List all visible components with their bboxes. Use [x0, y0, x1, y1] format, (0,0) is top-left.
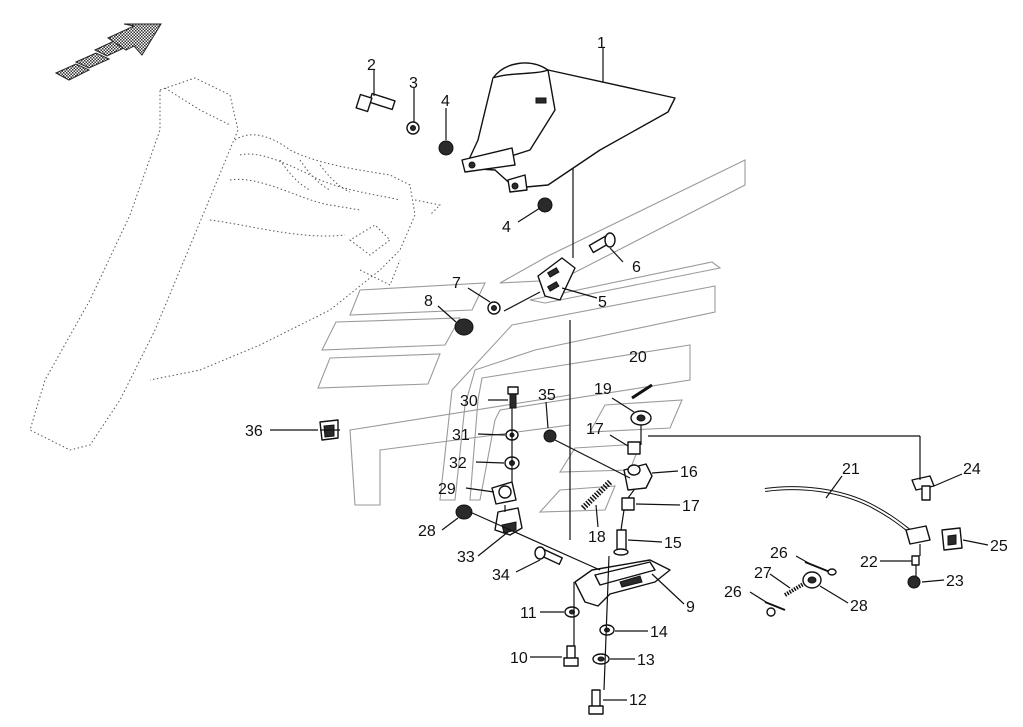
part-bolt-2 [355, 92, 396, 113]
callout-27: 27 [754, 565, 772, 582]
part-nut-35 [543, 429, 557, 443]
callout-leaders [270, 48, 989, 701]
callout-33: 33 [457, 549, 475, 566]
part-nut-28b [802, 571, 822, 589]
part-nut-28a [455, 504, 473, 520]
machine-frame-outline [29, 77, 442, 451]
callout-10: 10 [510, 650, 528, 667]
callout-14: 14 [650, 624, 668, 641]
part-cable-21 [764, 486, 917, 537]
part-nut-23 [907, 575, 921, 589]
part-bracket-5 [537, 257, 576, 301]
callout-1: 1 [597, 35, 606, 52]
part-pin-15 [613, 529, 629, 556]
callout-34: 34 [492, 567, 510, 584]
part-washer-3 [406, 121, 420, 135]
part-bushing-29 [491, 481, 517, 505]
callout-7: 7 [452, 275, 461, 292]
part-bracket-33 [494, 507, 523, 536]
callout-19: 19 [594, 381, 612, 398]
callout-22: 22 [860, 554, 878, 571]
part-lever-9 [574, 559, 671, 607]
callout-18: 18 [588, 529, 606, 546]
callout-11: 11 [520, 605, 537, 622]
part-spring-18 [580, 479, 613, 511]
callout-26a: 26 [770, 545, 788, 562]
callout-labels: 1 2 3 4 4 5 6 7 8 9 10 11 12 13 14 15 16… [245, 35, 1008, 709]
part-clamp-25 [941, 527, 963, 551]
callout-30: 30 [460, 393, 478, 410]
part-bolt-12 [588, 689, 604, 715]
callout-23: 23 [946, 573, 964, 590]
callout-17a: 17 [586, 421, 604, 438]
callout-12: 12 [629, 692, 647, 709]
callout-24: 24 [963, 461, 981, 478]
part-washer-7 [487, 301, 501, 315]
part-clevis-24 [911, 475, 935, 501]
callout-20: 20 [629, 349, 647, 366]
part-washer-13 [592, 653, 610, 665]
part-washer-19 [630, 410, 652, 426]
callout-21: 21 [842, 461, 860, 478]
callout-13: 13 [637, 652, 655, 669]
part-bolt-6 [588, 232, 616, 254]
part-shield [461, 62, 676, 193]
part-washer-11 [564, 606, 580, 618]
callout-6: 6 [632, 259, 641, 276]
part-end-22 [905, 525, 931, 566]
callout-2: 2 [367, 57, 376, 74]
callout-4b: 4 [502, 219, 511, 236]
callout-9: 9 [686, 599, 695, 616]
callout-8: 8 [424, 293, 433, 310]
part-washer-14 [599, 624, 615, 636]
part-bolt-30 [507, 386, 519, 409]
part-nut-8 [454, 318, 474, 336]
part-bracket-16 [623, 463, 653, 491]
part-bolt-10 [563, 645, 579, 667]
callout-4a: 4 [441, 93, 450, 110]
callout-26b: 26 [724, 584, 742, 601]
part-pin-20 [631, 383, 653, 400]
callout-28b: 28 [850, 598, 868, 615]
callout-35: 35 [538, 387, 556, 404]
callout-15: 15 [664, 535, 682, 552]
part-nut-4a [438, 140, 454, 156]
callout-36: 36 [245, 423, 263, 440]
callout-28a: 28 [418, 523, 436, 540]
part-bushing-17b [621, 497, 635, 511]
part-bolt-34 [534, 546, 563, 565]
part-pin-26b [764, 601, 786, 617]
part-nut-4b [537, 197, 553, 213]
callout-32: 32 [449, 455, 467, 472]
callout-5: 5 [598, 294, 607, 311]
direction-arrow-icon [54, 23, 162, 81]
callout-16: 16 [680, 464, 698, 481]
callout-3: 3 [409, 75, 418, 92]
assembly-lines [320, 168, 921, 691]
callout-25: 25 [990, 538, 1008, 555]
part-bushing-17a [627, 441, 641, 455]
callout-17b: 17 [682, 498, 700, 515]
callout-31: 31 [452, 427, 470, 444]
part-pin-27 [783, 581, 807, 597]
callout-29: 29 [438, 481, 456, 498]
